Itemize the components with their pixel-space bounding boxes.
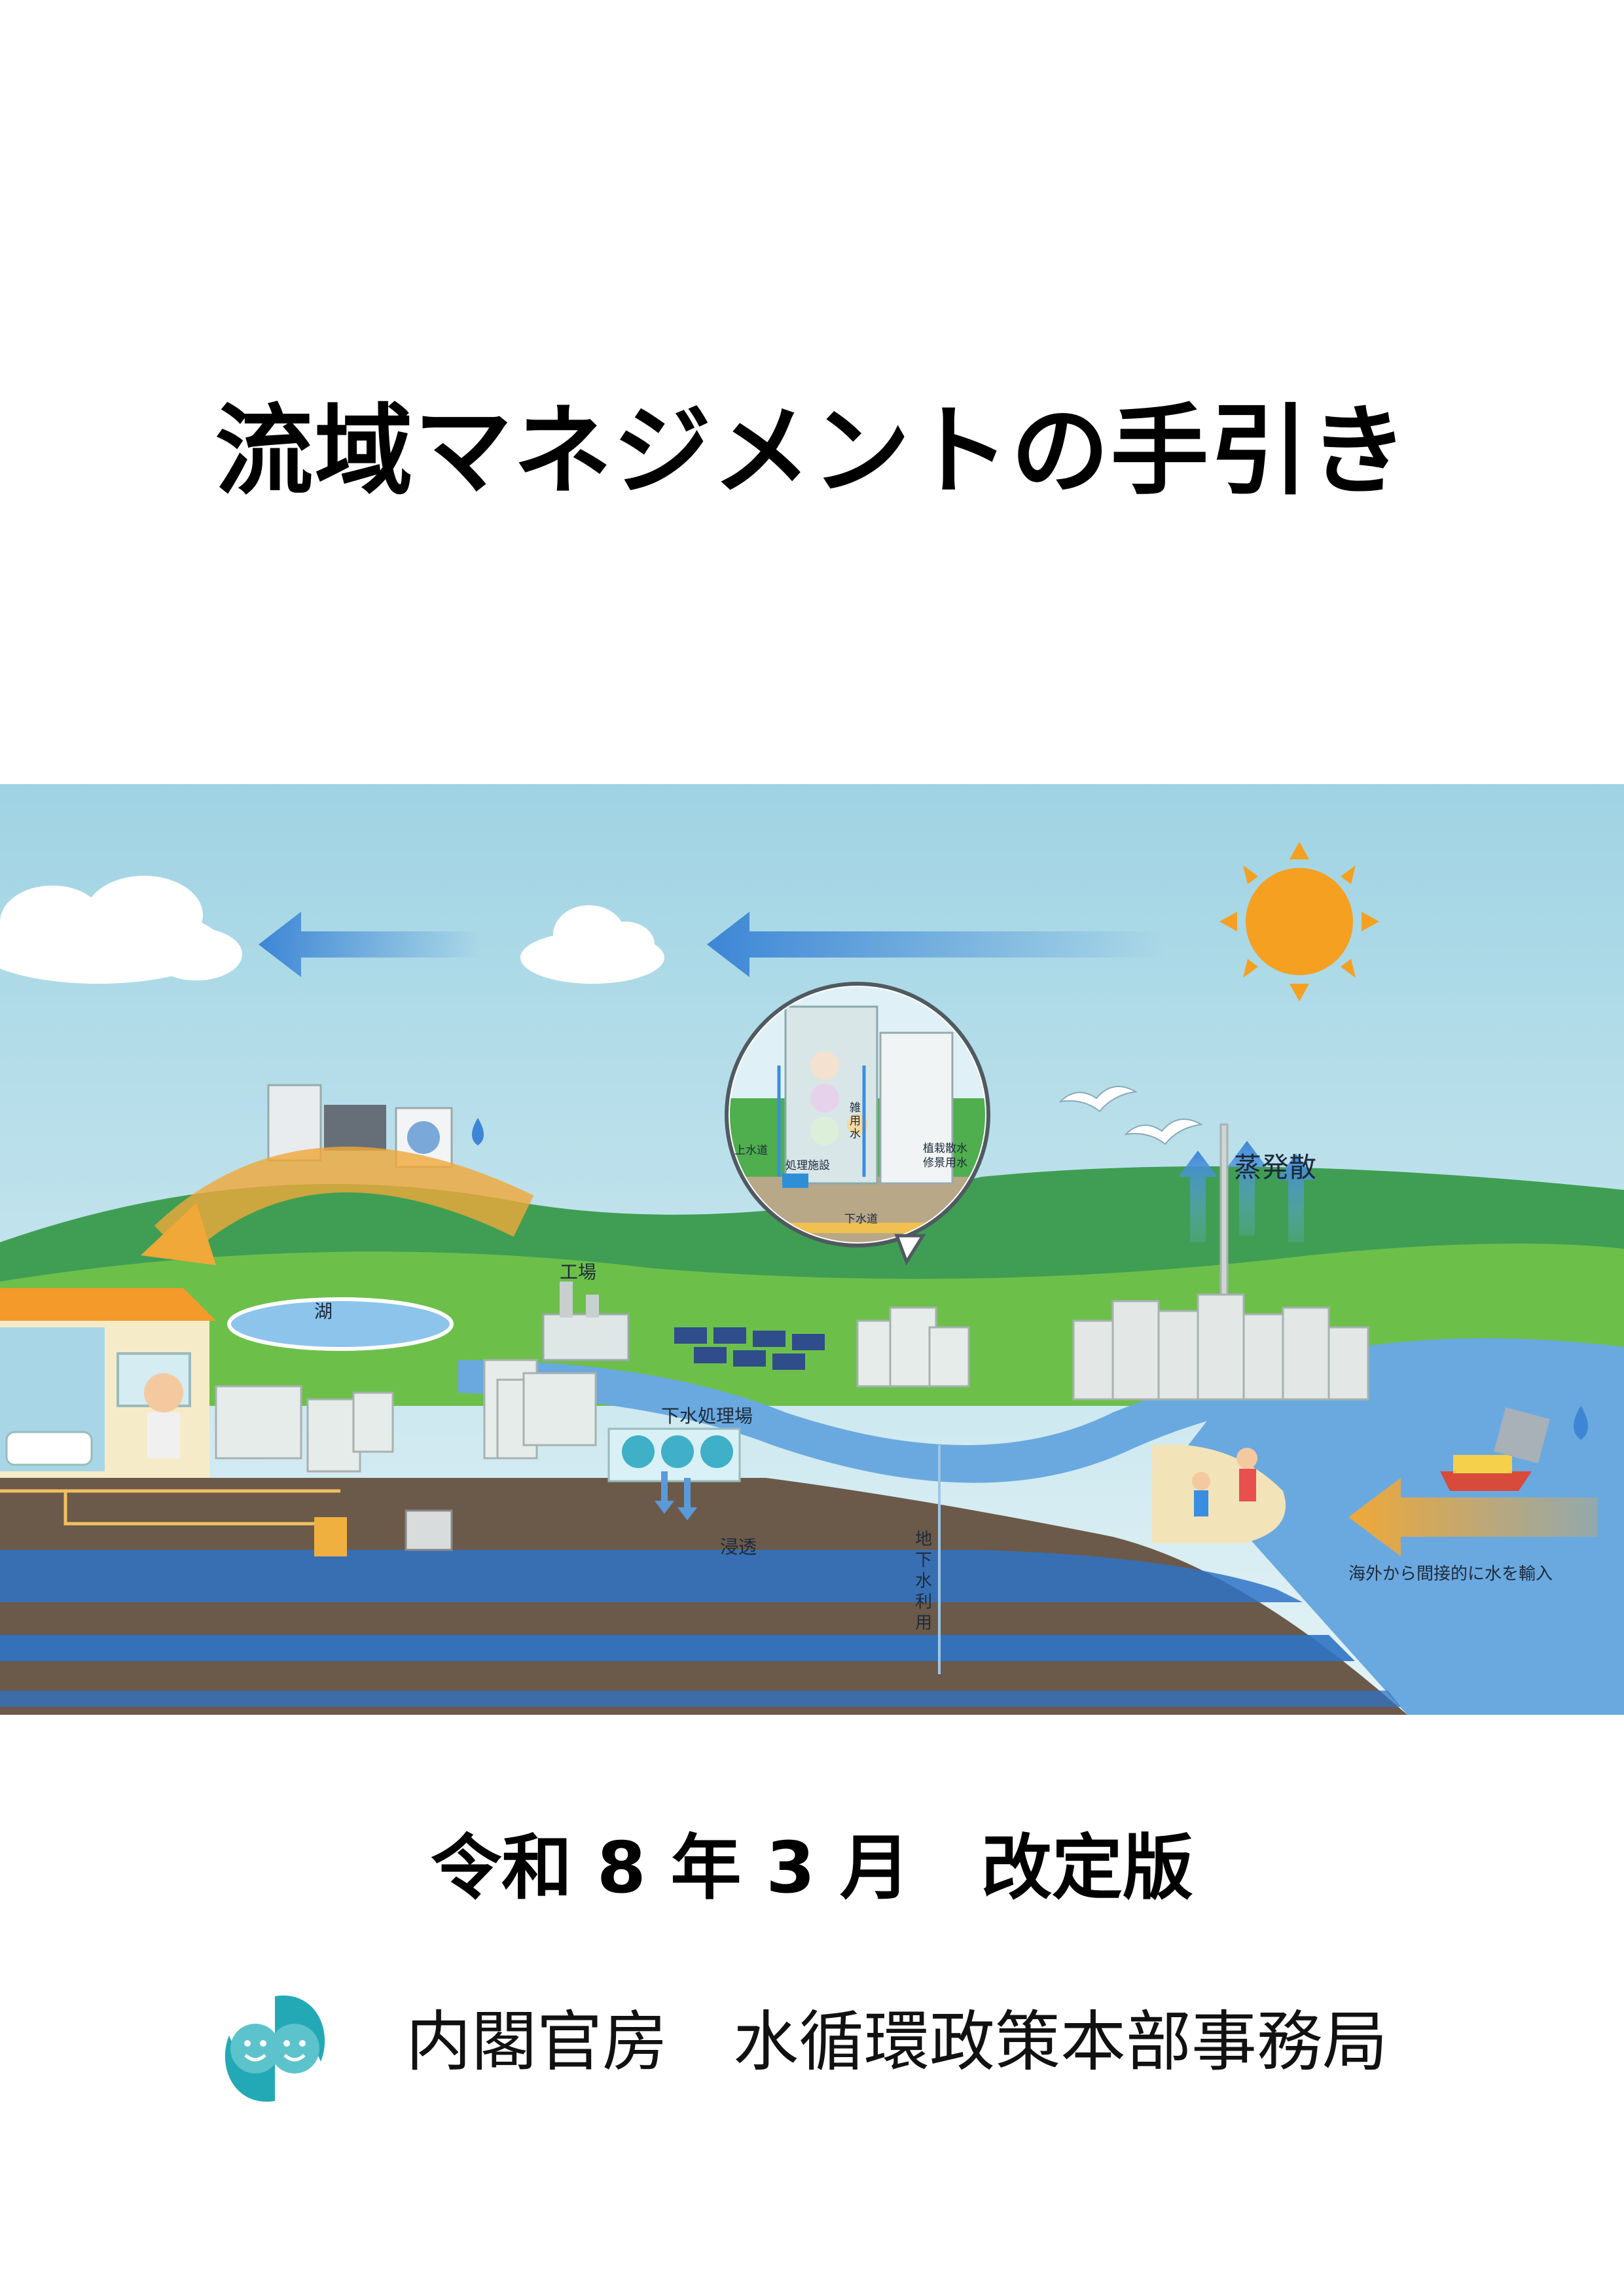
groundwater-layer [0,1691,1401,1707]
utility-box-icon [405,1509,453,1551]
cloud-icon [0,876,242,984]
import-arrow [1348,1478,1597,1556]
cargo-ship-icon [1440,1406,1588,1491]
label-factory: 工場 [560,1261,596,1283]
label-groundwater-use: 地下水利用 [915,1530,932,1633]
label-irrigation: 植栽散水修景用水 [923,1142,967,1170]
label-miscellaneous-water: 雑用水 [850,1102,861,1141]
sun-icon [1219,842,1379,1001]
label-sewage-plant: 下水処理場 [661,1405,753,1427]
publisher-footer: 内閣官房 水循環政策本部事務局 [209,1977,1453,2121]
underground-pipes [0,1489,340,1526]
water-reuse-inset [725,982,990,1266]
cloud-icon [520,905,664,984]
groundwater-layer [0,1635,1355,1661]
wind-arrow-icon [259,912,1165,977]
label-infiltration: 浸透 [720,1536,757,1558]
organization-name: 内閣官房 水循環政策本部事務局 [406,2003,1388,2080]
water-drop-icon [472,1118,484,1145]
river [458,1360,1309,1483]
label-evapotranspiration: 蒸発散 [1234,1151,1316,1183]
city-skyline [1072,1123,1369,1401]
water-use-arc-arrow [154,1146,534,1259]
arrow-head [141,1203,216,1265]
pump-icon [314,1517,347,1556]
evapotranspiration-arrows [1178,1141,1316,1242]
label-sewer: 下水道 [844,1213,878,1226]
seagull-icon [1058,1086,1204,1145]
water-drop-icon [1574,1406,1588,1440]
factory-icon [542,1282,630,1361]
label-virtual-water: 海外から間接的に水を輸入 [1348,1564,1553,1584]
label-lake: 湖 [314,1300,333,1322]
ministry-logo-icon [225,1995,325,2102]
label-treatment-facility: 処理施設 [785,1159,830,1172]
water-cycle-illustration: 工場 湖 上水道 処理施設 雑用水 植栽散水修景用水 下水道 下水処理場 浸透 … [0,784,1624,1715]
document-title: 流域マネジメントの手引き [215,395,1409,509]
label-water-supply: 上水道 [734,1144,768,1157]
date-edition: 令和 8 年 3 月 改定版 [431,1827,1193,1909]
family-on-beach [1192,1448,1257,1516]
infiltration-arrows [655,1471,697,1520]
groundwater-layer [0,1550,1303,1602]
house-cutaway [0,1288,216,1478]
buildings-center [215,1306,970,1473]
sewage-plant-icon [607,1427,741,1482]
lake [227,1297,454,1351]
solar-panels-icon [674,1327,825,1370]
